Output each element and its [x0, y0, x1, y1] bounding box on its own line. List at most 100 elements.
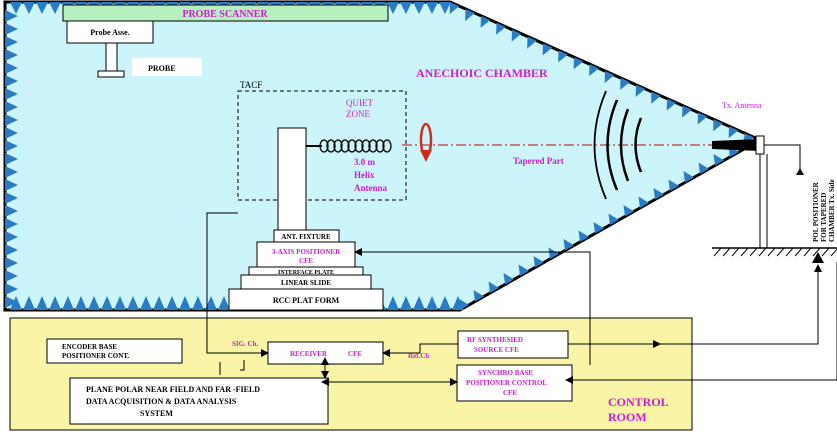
- positioner-tower: [277, 127, 307, 231]
- absorber-bottom: [413, 296, 425, 310]
- absorber-taper-top: [542, 43, 553, 56]
- pol-positioner-label-1: POL POSITIONER: [812, 181, 820, 242]
- rf-source-box: [457, 330, 569, 359]
- absorber-taper-bottom: [473, 289, 484, 302]
- absorber-taper-bottom: [653, 187, 664, 200]
- pol-positioner-label-2: FOR TAPERED: [820, 193, 828, 242]
- absorber-left: [5, 166, 18, 178]
- absorber-taper-top: [573, 57, 584, 70]
- absorber-bottom: [179, 296, 191, 310]
- absorber-taper-top: [465, 8, 475, 21]
- rotation-arrowhead: [420, 150, 432, 162]
- absorber-bottom: [23, 296, 35, 310]
- absorber-left: [5, 127, 18, 139]
- absorber-taper-bottom: [623, 204, 634, 217]
- absorber-taper-top: [651, 91, 661, 104]
- absorber-bottom: [114, 296, 126, 310]
- absorber-taper-top: [620, 77, 630, 90]
- encoder-box: [46, 338, 183, 364]
- helix-turn: [340, 139, 350, 153]
- helix-turn: [361, 139, 371, 153]
- absorber-bottom: [36, 296, 48, 310]
- absorber-top: [387, 2, 399, 14]
- absorber-bottom: [49, 296, 61, 310]
- absorber-taper-bottom: [563, 238, 574, 251]
- absorber-bottom: [62, 296, 74, 310]
- absorber-taper-bottom: [488, 281, 499, 293]
- absorber-left: [5, 75, 18, 87]
- absorber-taper-bottom: [518, 264, 529, 276]
- absorber-bottom: [153, 296, 165, 310]
- rcc-platform-label: RCC PLAT FORM: [273, 296, 340, 305]
- absorber-bottom: [192, 296, 204, 310]
- probe-label: PROBE: [148, 64, 176, 73]
- absorber-top: [23, 2, 35, 14]
- absorber-taper-bottom: [668, 179, 679, 191]
- helix-turn: [326, 139, 336, 153]
- absorber-left: [5, 296, 18, 308]
- absorber-taper-bottom: [533, 255, 544, 268]
- absorber-taper-top: [697, 112, 708, 125]
- helix-coil: [306, 139, 392, 153]
- absorber-taper-top: [604, 71, 615, 84]
- absorber-taper-bottom: [593, 221, 604, 234]
- data-system-label-2: DATA ACQUISITION & DATA ANALYSIS: [86, 397, 237, 406]
- absorber-bottom: [75, 296, 87, 310]
- rcc-platform-box: [228, 288, 384, 311]
- absorber-taper-top: [728, 126, 739, 139]
- absorber-left: [5, 23, 18, 35]
- absorber-bottom: [166, 296, 178, 310]
- connections: [206, 212, 837, 386]
- helix-turn: [347, 139, 357, 153]
- absorber-bottom: [205, 296, 217, 310]
- encoder-label-1: ENCODER BASE: [62, 343, 117, 351]
- absorber-left: [5, 283, 18, 295]
- linear-slide-label: LINEAR SLIDE: [281, 279, 331, 287]
- absorber-taper-top: [558, 50, 568, 63]
- absorber-taper-bottom: [548, 247, 559, 259]
- data-system-box: [69, 377, 329, 425]
- absorber-taper-top: [635, 84, 646, 97]
- quiet-zone-label-2: ZONE: [346, 109, 370, 119]
- tx-antenna-horn: [712, 139, 760, 151]
- absorber-left: [5, 36, 18, 48]
- absorber-taper-bottom: [608, 213, 619, 225]
- synchro-label-2: POSITIONER CONTROL: [466, 379, 547, 387]
- rf-label-2: SOURCE CFE: [474, 346, 519, 354]
- probe-assembly-label: Probe Asse.: [90, 28, 129, 37]
- receiver-label: RECEIVER: [290, 350, 328, 358]
- helix-label-3: Antenna: [354, 183, 388, 193]
- tapered-part-label: Tapered Part: [513, 156, 564, 166]
- sig-ch-label: SIG. Ch.: [232, 340, 259, 348]
- control-room-label-1: CONTROL: [608, 395, 669, 409]
- absorber-bottom: [439, 296, 451, 310]
- absorber-taper-top: [511, 29, 522, 42]
- interface-plate-label: INTERFACE PLATE: [278, 270, 334, 276]
- absorber-left: [5, 205, 18, 217]
- absorber-left: [5, 192, 18, 204]
- helix-turn: [319, 139, 329, 153]
- helix-turn: [368, 139, 378, 153]
- ref-ch-label: Ref.Ch: [408, 352, 429, 360]
- probe-head: [97, 70, 125, 78]
- absorber-taper-top: [449, 2, 460, 15]
- data-system-label-1: PLANE POLAR NEAR FIELD AND FAR -FIELD: [86, 385, 260, 394]
- absorber-top: [49, 2, 61, 14]
- control-room-label-2: ROOM: [608, 410, 647, 424]
- absorber-bottom: [88, 296, 100, 310]
- probe-scanner-bar: [62, 4, 389, 22]
- helix-turn: [333, 139, 343, 153]
- data-system-label-3: SYSTEM: [140, 409, 173, 418]
- absorber-left: [5, 62, 18, 74]
- absorber-bottom: [101, 296, 113, 310]
- tx-antenna-mount: [755, 135, 765, 155]
- absorber-taper-bottom: [578, 230, 589, 242]
- absorber-bottom: [426, 296, 438, 310]
- absorber-left: [5, 257, 18, 269]
- absorber-taper-bottom: [713, 153, 724, 166]
- absorber-bottom: [140, 296, 152, 310]
- absorber-left: [5, 88, 18, 100]
- absorber-bottom: [387, 296, 399, 310]
- absorber-top: [400, 2, 412, 14]
